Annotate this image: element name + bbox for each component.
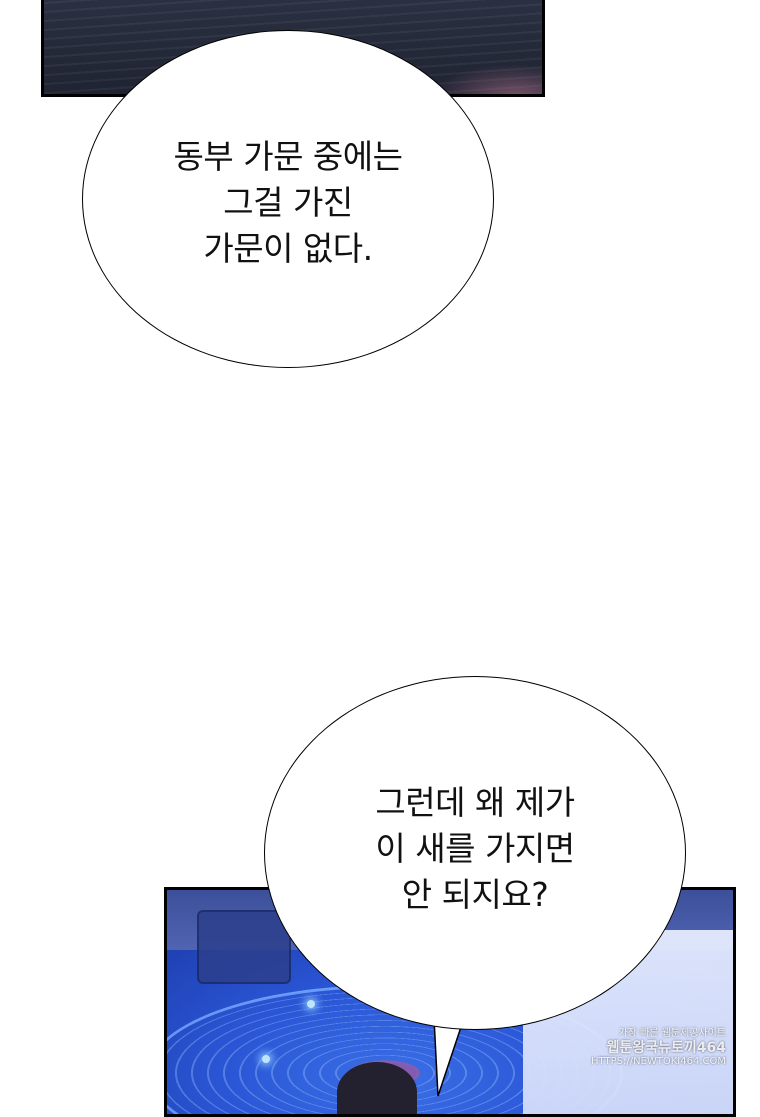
chair-illustration: [197, 910, 291, 984]
sparkle-2: [262, 1055, 270, 1063]
bubble-2-line-3: 안 되지요?: [401, 875, 549, 914]
bubble-1-line-3: 가문이 없다.: [203, 229, 373, 268]
speech-bubble-2: 그런데 왜 제가 이 새를 가지면 안 되지요?: [264, 676, 686, 1030]
watermark-site-name: 웹툰왕국뉴토끼464: [606, 1040, 726, 1056]
speech-bubble-1: 동부 가문 중에는 그걸 가진 가문이 없다.: [82, 30, 494, 368]
bubble-2-line-2: 이 새를 가지면: [375, 829, 575, 868]
bubble-2-line-1: 그런데 왜 제가: [375, 783, 575, 822]
character-hair: [337, 1062, 417, 1114]
sparkle-1: [307, 1000, 315, 1008]
watermark-url: HTTPS://NEWTOKI464.COM: [591, 1056, 726, 1067]
bubble-1-line-1: 동부 가문 중에는: [173, 137, 404, 176]
site-watermark: 가장 빠른 웹툰제공사이트 웹툰왕국뉴토끼464 HTTPS://NEWTOKI…: [586, 1028, 726, 1068]
speech-bubble-2-text: 그런데 왜 제가 이 새를 가지면 안 되지요?: [375, 780, 575, 918]
bubble-1-line-2: 그걸 가진: [223, 183, 353, 222]
panel-glow: [432, 64, 542, 94]
speech-bubble-2-tail: [433, 1018, 465, 1097]
speech-bubble-1-text: 동부 가문 중에는 그걸 가진 가문이 없다.: [173, 134, 404, 272]
watermark-tagline: 가장 빠른 웹툰제공사이트: [618, 1028, 726, 1039]
